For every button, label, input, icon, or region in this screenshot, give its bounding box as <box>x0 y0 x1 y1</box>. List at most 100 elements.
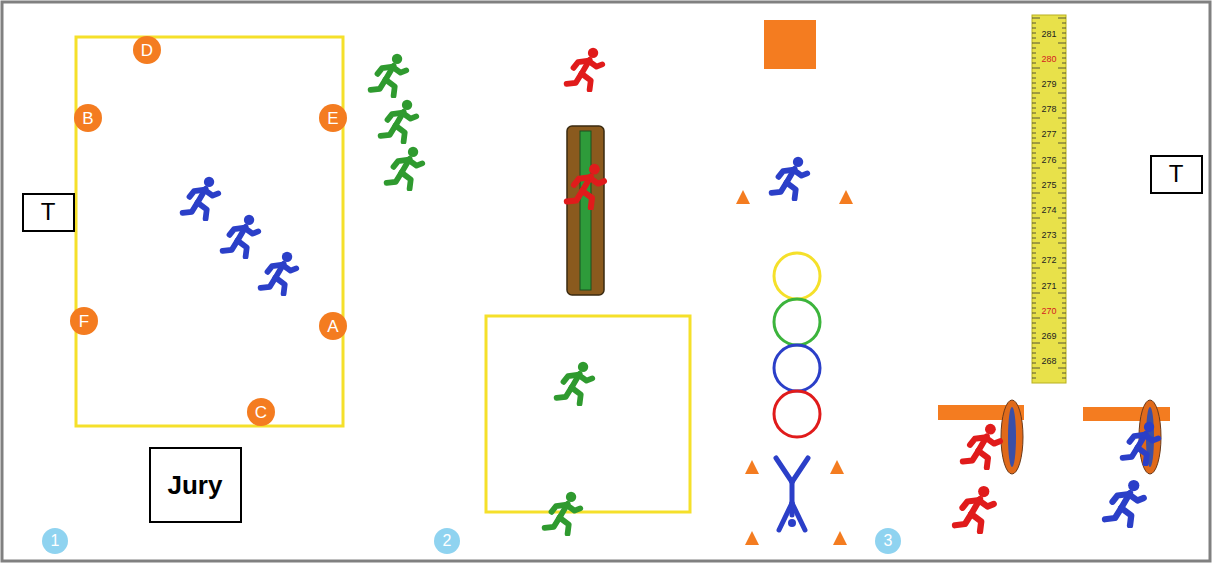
tape-tick <box>1062 73 1066 74</box>
tape-tick <box>1062 238 1066 239</box>
cartwheel-figure <box>776 458 808 530</box>
tape-tick <box>1032 118 1040 119</box>
tape-tick <box>1032 23 1036 24</box>
tape-tick <box>1062 208 1066 209</box>
callout-number: 2 <box>434 528 460 554</box>
tape-tick <box>1032 58 1036 59</box>
tape-number: 275 <box>1041 181 1056 190</box>
tape-tick <box>1032 298 1036 299</box>
tape-tick <box>1062 358 1066 359</box>
node-text: 2 <box>443 533 452 549</box>
station-point: E <box>319 104 347 132</box>
tape-number: 276 <box>1041 156 1056 165</box>
green-runners <box>545 362 593 534</box>
tape-number: 269 <box>1041 332 1056 341</box>
tape-tick <box>1032 63 1036 64</box>
tape-tick <box>1032 173 1036 174</box>
node-text: F <box>79 313 89 330</box>
tape-tick <box>1058 193 1066 194</box>
tape-tick <box>1032 233 1036 234</box>
tape-number: 272 <box>1041 256 1056 265</box>
tape-tick <box>1032 93 1040 94</box>
tape-tick <box>1032 38 1036 39</box>
tape-tick <box>1032 278 1036 279</box>
tape-tick <box>1062 283 1066 284</box>
tape-tick <box>1062 303 1066 304</box>
tape-tick <box>1032 258 1036 259</box>
red-runners <box>955 424 1000 532</box>
tape-tick <box>1058 218 1066 219</box>
tape-tick <box>1032 98 1036 99</box>
tape-number: 273 <box>1041 231 1056 240</box>
tape-tick <box>1062 198 1066 199</box>
tape-tick <box>1032 333 1036 334</box>
blue-runners <box>1105 422 1158 526</box>
mat-area <box>486 316 690 512</box>
tape-tick <box>1032 143 1040 144</box>
tape-tick <box>1032 243 1040 244</box>
floor-area <box>76 37 343 426</box>
tape-tick <box>1062 213 1066 214</box>
tape-tick <box>1062 253 1066 254</box>
tape-tick <box>1032 133 1036 134</box>
tape-tick <box>1032 73 1036 74</box>
tape-tick <box>1062 263 1066 264</box>
tape-tick <box>1032 188 1036 189</box>
tape-tick <box>1062 138 1066 139</box>
node-text: C <box>255 404 267 421</box>
tape-tick <box>1062 23 1066 24</box>
tape-tick <box>1062 288 1066 289</box>
tape-tick <box>1032 353 1036 354</box>
tape-tick <box>1032 168 1040 169</box>
tape-tick <box>1032 263 1036 264</box>
tape-tick <box>1032 293 1040 294</box>
tape-tick <box>1032 358 1036 359</box>
tape-tick <box>1062 183 1066 184</box>
tape-tick <box>1062 248 1066 249</box>
tape-tick <box>1032 128 1036 129</box>
node-text: A <box>327 318 338 335</box>
tape-measure <box>1032 15 1066 383</box>
tape-tick <box>1032 148 1036 149</box>
tape-tick <box>1032 248 1036 249</box>
tape-number: 274 <box>1041 206 1056 215</box>
node-text: D <box>141 42 153 59</box>
tape-tick <box>1062 148 1066 149</box>
tape-tick <box>1062 223 1066 224</box>
tape-tick <box>1058 168 1066 169</box>
tape-tick <box>1062 103 1066 104</box>
tape-tick <box>1032 18 1040 19</box>
tape-tick <box>1062 353 1066 354</box>
tape-tick <box>1062 48 1066 49</box>
tape-tick <box>1032 343 1040 344</box>
tape-tick <box>1062 78 1066 79</box>
tape-tick <box>1032 268 1040 269</box>
tape-tick <box>1032 83 1036 84</box>
tape-tick <box>1062 323 1066 324</box>
tape-tick <box>1032 378 1036 379</box>
tape-tick <box>1062 153 1066 154</box>
tape-tick <box>1062 133 1066 134</box>
hoops <box>774 253 820 437</box>
tape-tick <box>1062 228 1066 229</box>
tape-tick <box>1058 18 1066 19</box>
tape-tick <box>1058 243 1066 244</box>
orange-block <box>764 20 816 69</box>
tape-tick <box>1032 33 1036 34</box>
tape-tick <box>1032 253 1036 254</box>
tape-tick <box>1032 88 1036 89</box>
tape-number: 271 <box>1041 282 1056 291</box>
blue-runners <box>183 177 297 294</box>
tape-tick <box>1032 313 1036 314</box>
station-point: C <box>247 398 275 426</box>
tape-tick <box>1032 178 1036 179</box>
tape-tick <box>1062 178 1066 179</box>
tape-tick <box>1062 88 1066 89</box>
green-runners <box>371 54 423 189</box>
jury-box: Jury <box>149 447 242 523</box>
tape-tick <box>1032 323 1036 324</box>
tape-tick <box>1032 283 1036 284</box>
tape-tick <box>1032 208 1036 209</box>
node-text: B <box>82 110 93 127</box>
tape-tick <box>1058 268 1066 269</box>
